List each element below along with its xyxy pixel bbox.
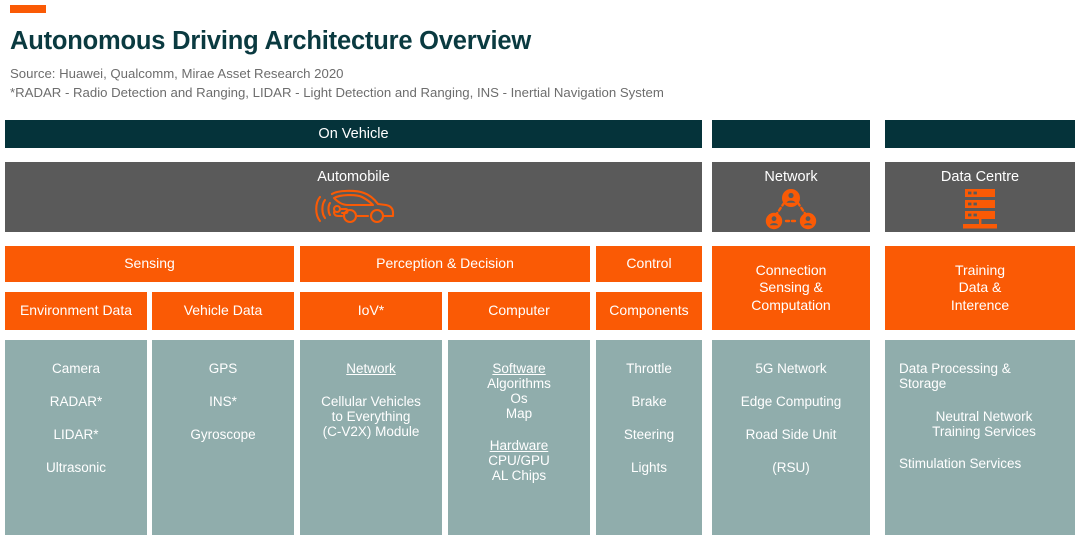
detail-line: Stimulation Services: [899, 456, 1022, 472]
detail-line: Throttle: [626, 361, 672, 376]
band-data-centre: [885, 120, 1075, 148]
right-block-training-line-1: Training: [954, 261, 1006, 278]
right-block-training[interactable]: Training Data & Interence: [885, 246, 1075, 330]
layer2-iov-label: IoV*: [357, 302, 385, 319]
platform-data-centre-label: Data Centre: [940, 169, 1020, 185]
band-on-vehicle-label: On Vehicle: [318, 126, 389, 142]
detail-line: 5G Network: [755, 361, 827, 376]
detail-vehicle-data: GPS INS* Gyroscope: [152, 340, 294, 535]
detail-line: Neutral Network: [935, 408, 1033, 424]
detail-line: Os: [510, 390, 528, 406]
detail-line: to Everything: [331, 408, 411, 424]
right-block-training-line-2: Data &: [958, 279, 1002, 296]
detail-line: LIDAR*: [53, 426, 99, 442]
platform-network-label: Network: [764, 169, 818, 185]
detail-line: Edge Computing: [740, 393, 842, 409]
layer2-components[interactable]: Components: [596, 292, 702, 330]
right-block-connection-line-1: Connection: [755, 261, 827, 278]
layer1-control-label: Control: [626, 255, 672, 272]
right-block-connection-line-3: Computation: [751, 296, 831, 313]
detail-line-heading: Hardware: [489, 438, 549, 454]
layer2-vehicle-data[interactable]: Vehicle Data: [152, 292, 294, 330]
detail-line: Road Side Unit: [745, 426, 837, 442]
detail-line: Data Processing &: [899, 361, 1011, 376]
layer2-environment-data-label: Environment Data: [19, 302, 133, 319]
detail-line-heading: Network: [346, 361, 396, 376]
detail-line: RADAR*: [49, 393, 103, 409]
detail-line: Cellular Vehicles: [321, 393, 421, 409]
detail-line: Steering: [623, 426, 675, 442]
layer2-environment-data[interactable]: Environment Data: [5, 292, 147, 330]
layer2-components-label: Components: [609, 302, 689, 319]
detail-computer: Software Algorithms Os Map Hardware CPU/…: [448, 340, 590, 535]
accent-bar: [10, 5, 46, 13]
right-block-training-line-3: Interence: [950, 296, 1010, 313]
detail-line: Algorithms: [487, 375, 551, 391]
detail-line: AL Chips: [491, 468, 547, 484]
layer2-vehicle-data-label: Vehicle Data: [183, 302, 263, 319]
detail-network: 5G Network Edge Computing Road Side Unit…: [712, 340, 870, 535]
layer1-perception-decision[interactable]: Perception & Decision: [300, 246, 590, 282]
right-block-connection-line-2: Sensing &: [759, 279, 823, 296]
detail-line: INS*: [209, 393, 237, 409]
layer1-sensing-label: Sensing: [124, 255, 175, 272]
layer1-control[interactable]: Control: [596, 246, 702, 282]
detail-line: Brake: [631, 393, 667, 409]
server-stack-icon: [957, 186, 1003, 232]
detail-line: CPU/GPU: [488, 453, 550, 469]
detail-data-centre: Data Processing & Storage Neutral Networ…: [885, 340, 1075, 535]
detail-line: GPS: [208, 361, 238, 376]
detail-line: Map: [505, 405, 533, 421]
detail-line: Ultrasonic: [45, 459, 107, 475]
platform-data-centre: Data Centre: [885, 162, 1075, 232]
footnote-line: *RADAR - Radio Detection and Ranging, LI…: [10, 85, 664, 100]
band-on-vehicle: On Vehicle: [5, 120, 702, 148]
car-radar-icon: [312, 186, 396, 232]
detail-iov: Network Cellular Vehicles to Everything …: [300, 340, 442, 535]
source-line: Source: Huawei, Qualcomm, Mirae Asset Re…: [10, 66, 344, 81]
detail-line: Gyroscope: [190, 426, 256, 442]
layer2-iov[interactable]: IoV*: [300, 292, 442, 330]
layer1-sensing[interactable]: Sensing: [5, 246, 294, 282]
detail-line: Camera: [51, 361, 100, 376]
detail-environment-data: Camera RADAR* LIDAR* Ultrasonic: [5, 340, 147, 535]
detail-line: (RSU): [772, 459, 810, 475]
detail-line: Training Services: [932, 423, 1036, 439]
platform-automobile: Automobile: [5, 162, 702, 232]
right-block-connection[interactable]: Connection Sensing & Computation: [712, 246, 870, 330]
detail-line: Lights: [630, 459, 668, 475]
detail-line-heading: Software: [492, 361, 546, 376]
platform-automobile-label: Automobile: [317, 169, 390, 185]
layer1-perception-decision-label: Perception & Decision: [376, 255, 514, 272]
platform-network: Network: [712, 162, 870, 232]
layer2-computer[interactable]: Computer: [448, 292, 590, 330]
detail-line: Storage: [899, 375, 947, 391]
detail-line: (C-V2X) Module: [322, 423, 420, 439]
layer2-computer-label: Computer: [488, 302, 550, 319]
page-title: Autonomous Driving Architecture Overview: [10, 27, 531, 55]
band-network: [712, 120, 870, 148]
detail-components: Throttle Brake Steering Lights: [596, 340, 702, 535]
network-nodes-icon: [762, 186, 820, 232]
